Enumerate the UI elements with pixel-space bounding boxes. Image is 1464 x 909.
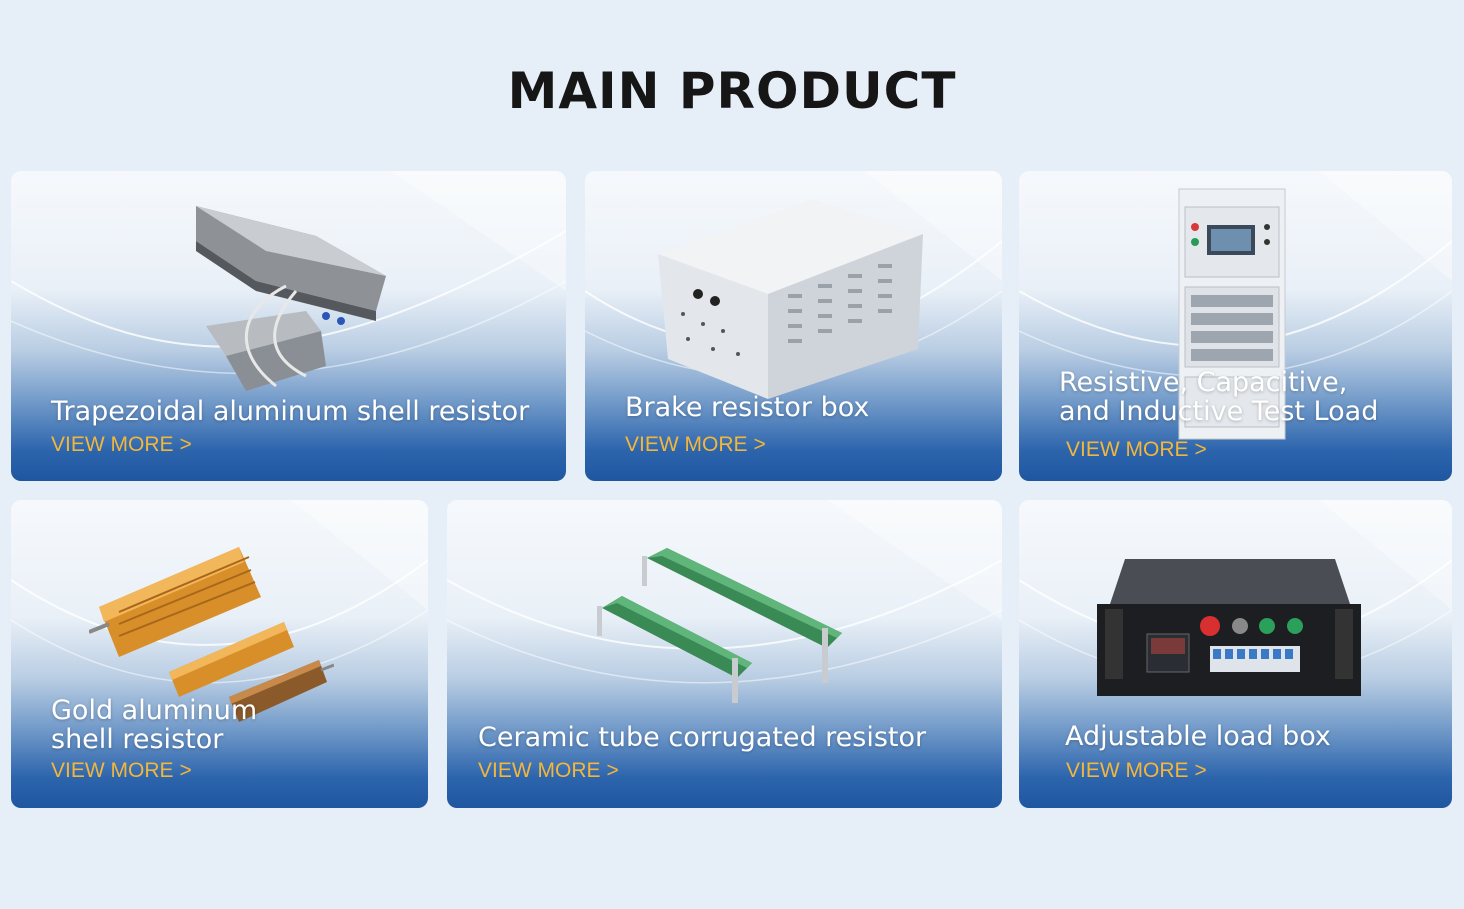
product-name: Gold aluminum shell resistor: [51, 695, 258, 755]
chevron-right-icon: >: [1194, 438, 1207, 461]
product-card-trapezoidal[interactable]: Trapezoidal aluminum shell resistor VIEW…: [11, 171, 566, 481]
view-more-link[interactable]: VIEW MORE>: [51, 759, 192, 782]
product-card-brake-box[interactable]: Brake resistor box VIEW MORE>: [585, 171, 1002, 481]
brake-resistor-box-image: [658, 199, 923, 399]
view-more-link[interactable]: VIEW MORE>: [1066, 438, 1207, 461]
view-more-link[interactable]: VIEW MORE>: [625, 433, 766, 456]
product-card-ceramic-tube[interactable]: Ceramic tube corrugated resistor VIEW MO…: [447, 500, 1002, 808]
chevron-right-icon: >: [179, 759, 192, 782]
trapezoidal-resistor-image: [196, 206, 386, 391]
chevron-right-icon: >: [1194, 759, 1207, 782]
ceramic-tube-resistor-image: [597, 548, 842, 703]
product-card-gold-aluminum[interactable]: Gold aluminum shell resistor VIEW MORE>: [11, 500, 428, 808]
product-name: Brake resistor box: [625, 392, 870, 423]
product-name: Ceramic tube corrugated resistor: [478, 722, 927, 753]
view-more-link[interactable]: VIEW MORE>: [51, 433, 192, 456]
adjustable-load-box-image: [1097, 559, 1361, 696]
page-title: MAIN PRODUCT: [507, 62, 957, 120]
test-load-cabinet-image: [1178, 188, 1286, 440]
product-name: Adjustable load box: [1065, 721, 1331, 752]
chevron-right-icon: >: [753, 433, 766, 456]
gold-aluminum-resistor-image: [89, 547, 334, 722]
product-card-adjustable-load[interactable]: Adjustable load box VIEW MORE>: [1019, 500, 1452, 808]
chevron-right-icon: >: [606, 759, 619, 782]
product-name: Resistive, Capacitive, and Inductive Tes…: [1059, 367, 1379, 427]
view-more-link[interactable]: VIEW MORE>: [1066, 759, 1207, 782]
product-name: Trapezoidal aluminum shell resistor: [51, 396, 530, 427]
background-swoosh: [11, 500, 428, 684]
chevron-right-icon: >: [179, 433, 192, 456]
product-card-test-load[interactable]: Resistive, Capacitive, and Inductive Tes…: [1019, 171, 1452, 481]
view-more-link[interactable]: VIEW MORE>: [478, 759, 619, 782]
